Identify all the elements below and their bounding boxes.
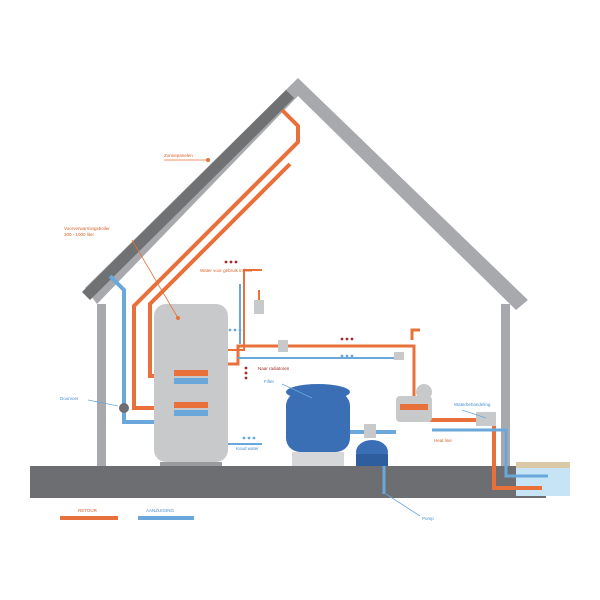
pool-sand xyxy=(516,462,570,468)
pool-water xyxy=(516,468,570,496)
radiator-valve xyxy=(278,340,288,352)
leader-filter xyxy=(281,383,313,399)
legend-aanzuiging-label: AANZUIGING xyxy=(146,508,175,513)
house-tap-fitting xyxy=(254,300,264,314)
ground-slab xyxy=(30,466,546,498)
leader-doorvoer xyxy=(87,399,119,407)
boiler-coil-upper xyxy=(174,370,208,384)
pump-motor xyxy=(416,384,432,400)
pipe-cold-inlet xyxy=(108,274,160,424)
house-left-wall xyxy=(97,304,106,466)
legend-retour-swatch xyxy=(60,516,118,520)
label-zonnepanelen: Zonnepanelen xyxy=(164,153,193,158)
filter-base xyxy=(292,452,344,466)
label-boiler-line2: 300 - 1000 liter xyxy=(64,232,95,237)
pipe-pool-return xyxy=(430,418,542,490)
boiler-foot xyxy=(160,462,222,466)
leader-boiler xyxy=(131,239,179,319)
leader-pomp xyxy=(385,493,421,517)
label-waterbehandeling: Waterbehandeling xyxy=(454,402,491,407)
house-roof xyxy=(85,78,528,310)
pipe-hot-house xyxy=(228,269,262,351)
label-boiler-line1: Voorverwarmingsboiler xyxy=(64,226,110,231)
leader-waterbehandeling xyxy=(461,409,487,419)
legend-aanzuiging-swatch xyxy=(138,516,194,520)
label-koud-water: Koud water xyxy=(236,446,259,451)
water-treatment-unit xyxy=(476,412,496,426)
pipe-radiator-out xyxy=(228,344,410,366)
label-doorvoer: Doorvoer xyxy=(60,396,79,401)
pipe-pool-supply xyxy=(432,428,548,478)
dots-pipe-blue xyxy=(340,354,354,358)
house-right-wall xyxy=(501,304,510,466)
dots-pipe-orange xyxy=(340,337,354,341)
label-heat-line: Heat line xyxy=(434,438,452,443)
boiler-coil-lower xyxy=(174,402,208,416)
label-pomp: Pomp xyxy=(422,516,434,521)
dots-koud-water xyxy=(242,436,256,440)
pipe-heat-loop xyxy=(410,344,416,396)
legend-retour-label: RETOUR xyxy=(78,508,98,513)
dots-hot-water xyxy=(224,260,238,264)
label-hot-water: Water voor gebruik in huis xyxy=(200,268,253,273)
label-filter: Filter xyxy=(264,379,275,384)
solar-panel xyxy=(82,90,294,300)
legend: RETOUR AANZUIGING xyxy=(60,508,194,520)
label-radiators: Naar radiatoren xyxy=(258,366,290,371)
filter-tank xyxy=(286,392,350,452)
doorvoer-valve xyxy=(119,403,129,413)
pipe-solar-supply xyxy=(132,108,300,410)
dots-radiator xyxy=(244,366,248,380)
pipe-heat-loop-top xyxy=(410,328,420,340)
dots-boiler-mid xyxy=(228,328,242,332)
